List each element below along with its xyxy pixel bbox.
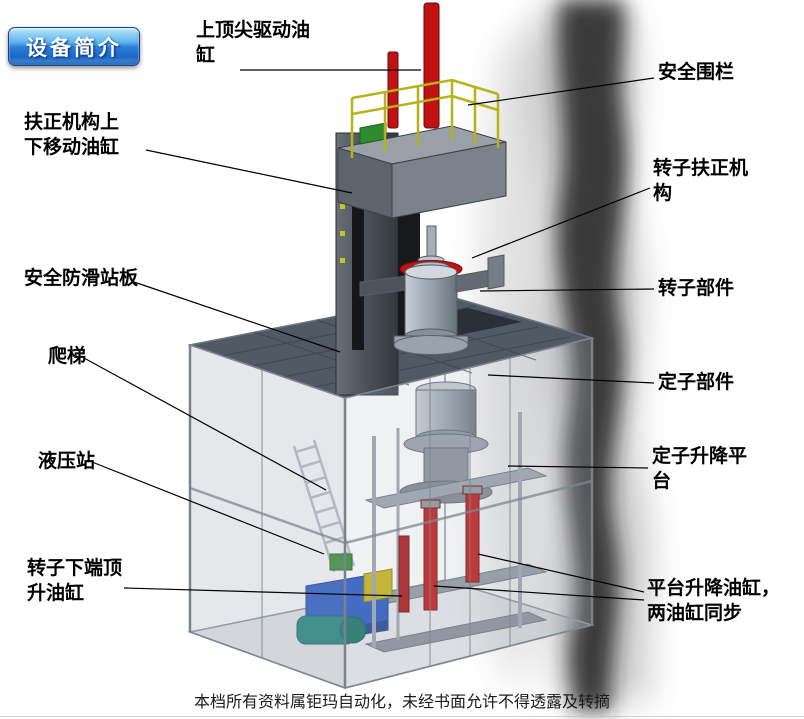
head-box xyxy=(337,125,507,219)
motor-endcap xyxy=(339,616,367,644)
leader-lines xyxy=(83,69,655,601)
label-rotor-centering-mechanism: 转子扶正机构 xyxy=(653,158,749,205)
label-hydraulic-station: 液压站 xyxy=(38,451,96,472)
label-anti-slip-platform: 安全防滑站板 xyxy=(24,268,139,289)
hydraulic-station-graphic xyxy=(296,553,393,645)
label-rotor-component: 转子部件 xyxy=(658,278,735,299)
pit-enclosure xyxy=(188,337,594,690)
title-badge: 设备简介 xyxy=(8,27,140,66)
top-drive-cylinder xyxy=(387,2,440,129)
rotor-jack-cylinder xyxy=(398,535,410,613)
label-centering-lift-cylinder: 扶正机构上下移动油缸 xyxy=(24,112,120,159)
label-stator-lift-platform: 定子升降平台 xyxy=(652,446,748,493)
centering-bracket xyxy=(487,254,505,290)
footer-confidentiality-note: 本档所有资料属钜玛自动化，未经书面允许不得透露及转摘 xyxy=(193,694,610,711)
label-top-drive-cylinder: 上顶尖驱动油缸 xyxy=(196,20,311,67)
label-rotor-bottom-jack-cylinder: 转子下端顶升油缸 xyxy=(27,558,123,605)
safety-railing xyxy=(350,78,500,158)
pump-unit xyxy=(329,553,353,571)
label-stator-component: 定子部件 xyxy=(658,372,735,393)
stator-column xyxy=(399,381,493,504)
bottom-divider xyxy=(0,716,804,717)
valve-block xyxy=(363,568,393,603)
label-ladder: 爬梯 xyxy=(48,346,87,367)
label-safety-fence: 安全围栏 xyxy=(658,62,735,83)
label-platform-lift-cylinders: 平台升降油缸，两油缸同步 xyxy=(647,578,781,625)
title-badge-label: 设备简介 xyxy=(26,36,122,60)
rotor-assembly xyxy=(359,225,505,355)
